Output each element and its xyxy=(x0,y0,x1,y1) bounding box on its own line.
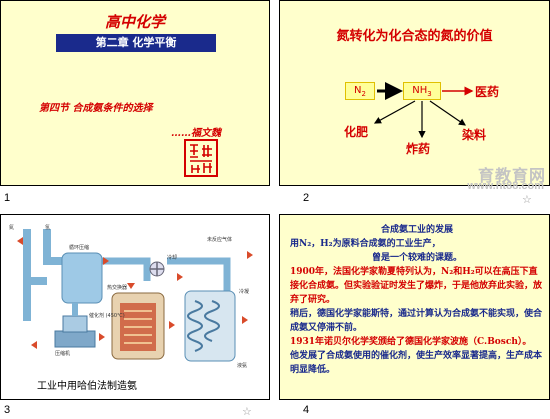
diagram-label-unreacted: 未反应气体 xyxy=(207,236,232,243)
slide-3-number: 3 xyxy=(4,404,11,416)
haber-process-diagram: 氮 氢 循环压缩 未反应气体 冷却 冷凝 热交换器 催化剂 (450℃) 压缩机… xyxy=(7,221,265,371)
slide-4-line-3: 1900年，法国化学家勒夏特列认为，N₂和H₂可以在高压下直接化合成氨。但实验验… xyxy=(290,267,543,305)
slide-1-thumbnail[interactable]: 高中化学 第二章 化学平衡 第四节 合成氨条件的选择 ……福文魏 xyxy=(0,0,270,186)
product-explosive: 炸药 xyxy=(406,142,431,156)
slide-4-heading: 合成氨工业的发展 xyxy=(380,225,453,235)
slide-4-body: 合成氨工业的发展 用N₂，H₂为原料合成氨的工业生产， 曾是一个较难的课题。 1… xyxy=(290,223,544,377)
slide-1-title: 高中化学 xyxy=(104,13,165,31)
watermark-url: www.ht88.com xyxy=(467,180,544,192)
slide-2-transition-icon[interactable]: ☆ xyxy=(522,193,532,206)
diagram-label-h2: 氢 xyxy=(45,224,50,231)
product-fertilizer: 化肥 xyxy=(344,125,369,139)
seal-stamp-icon xyxy=(184,139,218,177)
slide-3-transition-icon[interactable]: ☆ xyxy=(242,405,252,418)
n2-box: N2 xyxy=(345,82,375,100)
diagram-label-recycle: 循环压缩 xyxy=(69,244,89,251)
slide-1-number: 1 xyxy=(4,192,11,204)
product-medicine: 医药 xyxy=(475,85,500,99)
slide-4-line-4: 稍后，德国化学家能斯特，通过计算认为合成氨不能实现，使合成氨又停滞不前。 xyxy=(290,309,543,333)
slide-1-chapter: 第二章 化学平衡 xyxy=(56,34,216,52)
slide-1-section: 第四节 合成氨条件的选择 xyxy=(39,103,153,114)
slide-4-thumbnail[interactable]: 合成氨工业的发展 用N₂，H₂为原料合成氨的工业生产， 曾是一个较难的课题。 1… xyxy=(279,214,550,400)
product-dye: 染料 xyxy=(462,128,487,142)
nh3-box: NH3 xyxy=(403,82,441,100)
slide-4-line-2: 曾是一个较难的课题。 xyxy=(371,253,462,263)
diagram-label-n2: 氮 xyxy=(9,224,14,231)
slide-4-line-1: 用N₂，H₂为原料合成氨的工业生产， xyxy=(290,239,441,249)
diagram-label-cooling: 冷却 xyxy=(167,254,177,261)
slide-4-line-5: 1931年诺贝尔化学奖颁给了德国化学家波施（C.Bosch）。 xyxy=(290,337,532,347)
slide-2-number: 2 xyxy=(303,192,310,204)
watermark-text: 育教育网 xyxy=(477,166,546,185)
reaction-arrows xyxy=(373,82,474,139)
diagram-label-liquid-ammonia: 液氨 xyxy=(237,362,247,369)
slide-1-author: ……福文魏 xyxy=(171,128,221,139)
diagram-label-compressor: 压缩机 xyxy=(55,350,70,357)
diagram-label-exchanger: 热交换器 xyxy=(107,284,127,291)
slide-3-thumbnail[interactable]: 氮 氢 循环压缩 未反应气体 冷却 冷凝 热交换器 催化剂 (450℃) 压缩机… xyxy=(0,214,270,400)
slide-2-title: 氮转化为化合态的氮的价值 xyxy=(336,29,493,44)
slide-2-thumbnail[interactable]: 氮转化为化合态的氮的价值 N2 NH3 医药 化肥 炸药 染料 xyxy=(279,0,550,186)
slide-4-number: 4 xyxy=(303,404,310,416)
diagram-label-catalyst: 催化剂 (450℃) xyxy=(89,312,125,319)
slide-3-caption: 工业中用哈伯法制造氨 xyxy=(37,381,137,392)
slide-4-line-6: 他发展了合成氨使用的催化剂，使生产效率显著提高，生产成本明显降低。 xyxy=(290,351,543,375)
diagram-label-condense: 冷凝 xyxy=(239,288,249,295)
